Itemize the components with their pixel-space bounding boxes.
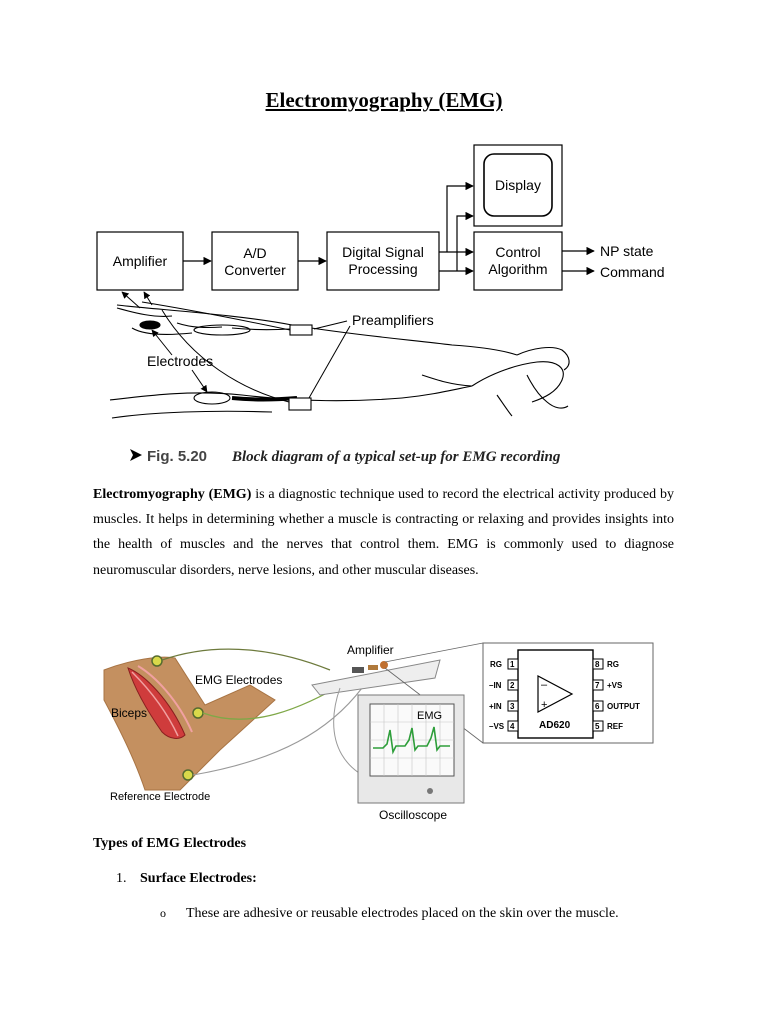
arrow-to-display-2 bbox=[456, 211, 474, 271]
emg-description-paragraph: Electromyography (EMG) is a diagnostic t… bbox=[93, 482, 674, 583]
pin-7-num: 7 bbox=[595, 681, 600, 690]
dsp-label-2: Processing bbox=[348, 261, 417, 277]
pin-1-num: 1 bbox=[510, 660, 515, 669]
arrow-to-display-1 bbox=[446, 181, 474, 252]
chip-name: AD620 bbox=[539, 720, 571, 731]
control-block bbox=[473, 231, 563, 291]
lead-1 bbox=[161, 648, 331, 671]
pin-6-num: 6 bbox=[595, 702, 600, 711]
preamp-box-bottom bbox=[288, 397, 312, 411]
caption-text: Block diagram of a typical set-up for EM… bbox=[231, 449, 561, 465]
pin-3-num: 3 bbox=[510, 702, 515, 711]
preamplifiers-label: Preamplifiers bbox=[352, 312, 434, 328]
chip-pins-right: 8 7 6 5 RG +VS OUTPUT REF bbox=[592, 658, 640, 732]
arrow-wire-amp-2 bbox=[143, 291, 153, 306]
reference-electrode-label: Reference Electrode bbox=[110, 791, 210, 803]
sub-list-text: These are adhesive or reusable electrode… bbox=[186, 906, 619, 921]
emg-description-text: is a diagnostic technique used to record… bbox=[93, 487, 674, 578]
np-state-label: NP state bbox=[600, 243, 654, 259]
pin-2-name: –IN bbox=[489, 681, 502, 690]
caption-number: Fig. 5.20 bbox=[147, 448, 207, 465]
electrodes-pointer-2 bbox=[191, 369, 208, 393]
command-label: Command bbox=[600, 264, 665, 280]
pin-7-name: +VS bbox=[607, 681, 623, 690]
ad-label-1: A/D bbox=[243, 245, 266, 261]
ad-label-2: Converter bbox=[224, 262, 286, 278]
lead-3 bbox=[192, 687, 363, 776]
pin-3-name: +IN bbox=[489, 702, 502, 711]
opamp-symbol bbox=[537, 675, 574, 713]
oscilloscope-label: Oscilloscope bbox=[379, 808, 447, 822]
oscilloscope-screen-label: EMG bbox=[417, 710, 442, 722]
amplifier-label: Amplifier bbox=[347, 643, 394, 657]
pin-2-num: 2 bbox=[510, 681, 515, 690]
pin-8-name: RG bbox=[607, 660, 619, 669]
electrode-middle bbox=[192, 707, 204, 719]
list-label: Surface Electrodes: bbox=[140, 871, 257, 886]
board-component-2 bbox=[368, 665, 378, 670]
emg-block-diagram: Amplifier A/D Converter Digital Signal P… bbox=[96, 144, 665, 465]
emg-circuit-illustration: EMG Electrodes Biceps Reference Electrod… bbox=[103, 642, 654, 822]
preamp-pointer-2 bbox=[308, 325, 351, 399]
biceps-muscle bbox=[127, 665, 193, 739]
pin-4-name: –VS bbox=[489, 722, 505, 731]
sub-list-item: o These are adhesive or reusable electrod… bbox=[160, 906, 619, 922]
dsp-label-1: Digital Signal bbox=[342, 244, 424, 260]
board-component-1 bbox=[352, 667, 364, 673]
preamp-pointer-1 bbox=[313, 320, 348, 330]
amplifier-board bbox=[311, 659, 441, 696]
oscilloscope-grid bbox=[370, 704, 454, 776]
pin-4-num: 4 bbox=[510, 722, 515, 731]
list-number: 1. bbox=[116, 871, 127, 886]
wire-top bbox=[141, 301, 291, 331]
display-label: Display bbox=[495, 177, 541, 193]
electrodes-label: Electrodes bbox=[147, 353, 213, 369]
osc-probe bbox=[427, 788, 433, 794]
emg-electrodes-label: EMG Electrodes bbox=[195, 673, 282, 687]
electrode-top bbox=[151, 655, 163, 667]
pin-6-name: OUTPUT bbox=[607, 702, 640, 711]
dsp-block bbox=[326, 231, 440, 291]
pin-5-num: 5 bbox=[595, 722, 600, 731]
control-label-2: Algorithm bbox=[488, 261, 547, 277]
caption-arrow-icon bbox=[130, 449, 142, 461]
display-screen bbox=[483, 153, 553, 217]
electrode-reference bbox=[182, 769, 194, 781]
preamp-box-top bbox=[289, 324, 313, 336]
amplifier-label: Amplifier bbox=[113, 253, 168, 269]
arrow-wire-amp-1 bbox=[121, 291, 141, 309]
emg-term: Electromyography (EMG) bbox=[93, 487, 252, 502]
amplifier-block bbox=[96, 231, 184, 291]
emg-waveform bbox=[373, 726, 450, 755]
control-label-1: Control bbox=[495, 244, 540, 260]
page-title: Electromyography (EMG) bbox=[265, 88, 503, 112]
opamp-plus: + bbox=[541, 699, 547, 711]
board-component-3 bbox=[380, 661, 388, 669]
ad-converter-block bbox=[211, 231, 299, 291]
wire-bottom bbox=[161, 309, 290, 403]
list-item: 1. Surface Electrodes: bbox=[116, 871, 257, 887]
pin-8-num: 8 bbox=[595, 660, 600, 669]
section-heading: Types of EMG Electrodes bbox=[93, 836, 247, 851]
opamp-minus: – bbox=[541, 679, 548, 691]
pin-1-name: RG bbox=[490, 660, 502, 669]
circle-bullet-icon: o bbox=[160, 906, 166, 920]
biceps-label: Biceps bbox=[111, 706, 147, 720]
chip-pins-left: 1 2 3 4 RG –IN +IN –VS bbox=[489, 658, 519, 732]
pin-5-name: REF bbox=[607, 722, 623, 731]
electrodes-pointer-1 bbox=[151, 329, 173, 356]
zoom-line-1 bbox=[384, 642, 484, 663]
